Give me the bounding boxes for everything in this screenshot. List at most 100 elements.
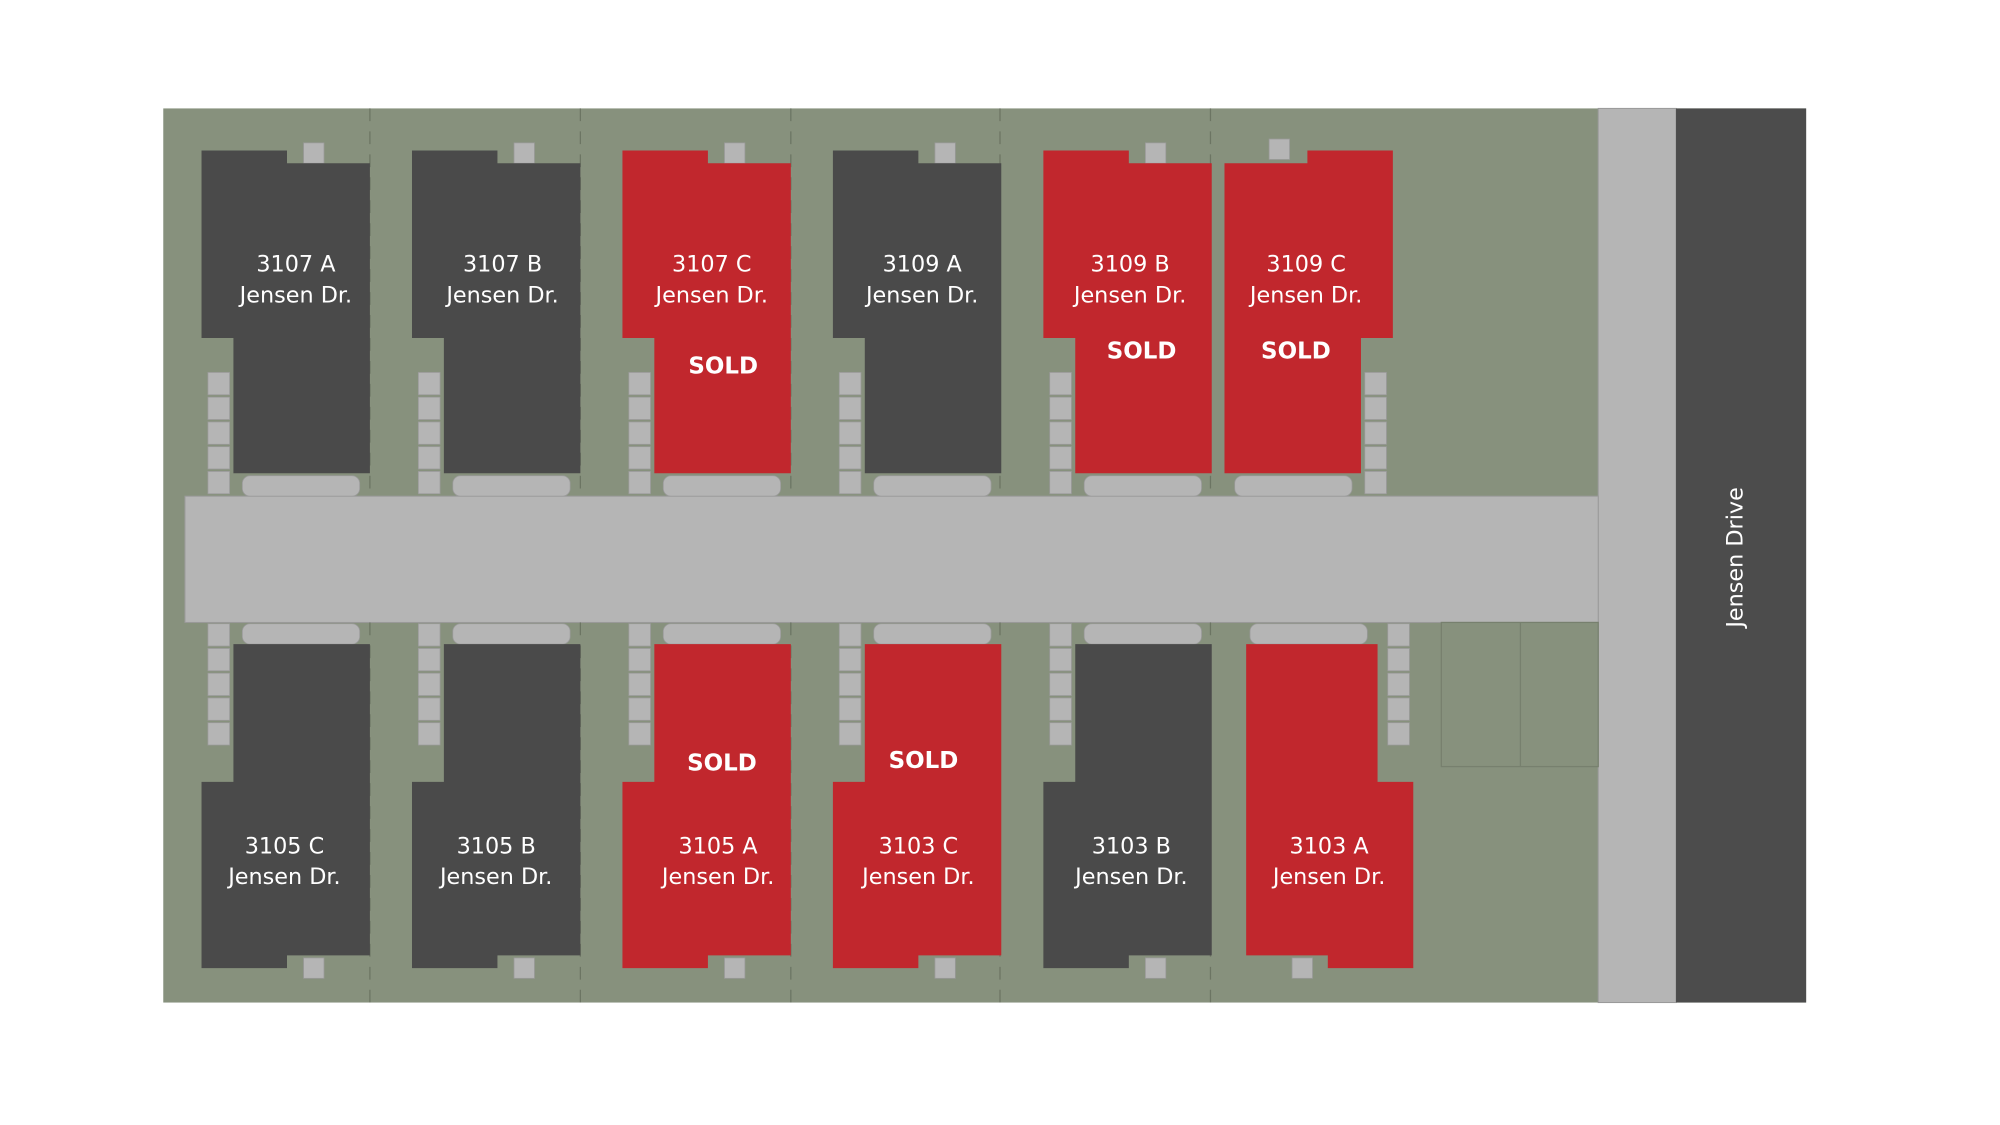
unit-street: Jensen Dr. [654, 282, 768, 308]
walkway-paver [207, 372, 230, 396]
unit-footprint[interactable] [1043, 150, 1212, 474]
jensen-drive-label: Jensen Drive [1722, 487, 1748, 630]
unit-footprint[interactable] [1246, 644, 1414, 969]
unit-street: Jensen Dr. [1271, 864, 1385, 890]
sold-badge: SOLD [0, 750, 35, 776]
unit-footprint[interactable] [1043, 644, 1212, 969]
walkway-paver [1049, 697, 1072, 721]
walkway-paver [207, 471, 230, 495]
unit-street: Jensen Dr. [438, 864, 552, 890]
walkway-paver [207, 396, 230, 420]
unit-footprint[interactable] [832, 150, 1002, 474]
unit-number: 3103 C [879, 833, 958, 859]
unit-number: 3105 B [457, 833, 536, 859]
utility-box [513, 957, 535, 979]
walkway-paver [417, 672, 441, 696]
walkway-paver [417, 623, 441, 647]
unit-number: 3103 B [1092, 833, 1171, 859]
walkway-paver [628, 471, 651, 495]
walkway-paver [628, 446, 651, 470]
utility-box [303, 142, 325, 164]
walkway-paver [1387, 722, 1410, 746]
walkway-paver [417, 446, 441, 470]
unit-number: 3109 B [1091, 252, 1170, 278]
utility-box [1291, 957, 1313, 979]
driveway-pad [873, 623, 992, 645]
sold-badge: SOLD [688, 354, 758, 380]
walkway-paver [1049, 471, 1072, 495]
unit-street: Jensen Dr. [864, 282, 978, 308]
walkway-paver [1049, 396, 1072, 420]
walkway-paver [838, 623, 862, 647]
driveway-pad [241, 475, 361, 497]
walkway-paver [1387, 672, 1410, 696]
unit-3105-a[interactable]: 3105 A Jensen Dr. SOLD [622, 623, 791, 979]
unit-footprint[interactable] [201, 644, 370, 969]
unit-footprint[interactable] [411, 644, 581, 969]
driveway-pad [1083, 475, 1202, 497]
unit-number: 3109 C [1266, 252, 1345, 278]
utility-box [724, 957, 746, 979]
walkway-paver [628, 623, 651, 647]
utility-box [724, 142, 746, 164]
driveway-pad [662, 475, 781, 497]
unit-footprint[interactable] [622, 644, 791, 969]
walkway-paver [1387, 623, 1410, 647]
sold-badge: SOLD [889, 748, 959, 774]
private-drive [184, 495, 1599, 623]
walkway-paver [1049, 421, 1072, 445]
walkway-paver [838, 672, 862, 696]
driveway-pad [452, 623, 571, 645]
unit-footprint[interactable] [832, 644, 1002, 969]
sold-badge: SOLD [687, 750, 757, 776]
walkway-paver [207, 672, 230, 696]
unit-3105-c[interactable]: 3105 C Jensen Dr. [201, 623, 370, 979]
utility-box [513, 142, 535, 164]
walkway-paver [1364, 471, 1387, 495]
unit-3103-b[interactable]: 3103 B Jensen Dr. [1043, 623, 1212, 979]
walkway-paver [628, 421, 651, 445]
unit-number: 3105 C [245, 833, 324, 859]
sold-badge: SOLD [1261, 338, 1331, 364]
walkway-paver [207, 648, 230, 672]
sold-badge: SOLD [1107, 338, 1177, 364]
walkway-paver [207, 623, 230, 647]
unit-number: 3107 A [256, 252, 336, 278]
driveway-pad [1249, 623, 1368, 645]
unit-street: Jensen Dr. [1073, 864, 1187, 890]
jensen-drive-road [1676, 108, 1807, 1003]
unit-street: Jensen Dr. [660, 864, 774, 890]
unit-3105-b[interactable]: 3105 B Jensen Dr. [411, 623, 581, 979]
walkway-paver [628, 722, 651, 746]
walkway-paver [1049, 648, 1072, 672]
walkway-paver [417, 372, 441, 396]
driveway-pad [662, 623, 781, 645]
unit-footprint[interactable] [622, 150, 791, 474]
unit-street: Jensen Dr. [226, 864, 340, 890]
unit-footprint[interactable] [411, 150, 581, 474]
unit-street: Jensen Dr. [1248, 282, 1362, 308]
unit-footprint[interactable] [201, 150, 370, 474]
walkway-paver [628, 648, 651, 672]
walkway-paver [838, 722, 862, 746]
driveway-pad [1234, 475, 1353, 497]
walkway-paver [1364, 396, 1387, 420]
unit-footprint[interactable] [1224, 150, 1393, 474]
unit-3109-c[interactable]: 3109 C Jensen Dr. SOLD [1224, 138, 1393, 497]
utility-box [1145, 957, 1167, 979]
utility-box [934, 142, 956, 164]
walkway-paver [838, 697, 862, 721]
unit-number: 3109 A [883, 252, 963, 278]
unit-3109-a[interactable]: 3109 A Jensen Dr. [832, 142, 1002, 497]
unit-number: 3105 A [679, 833, 759, 859]
walkway-paver [417, 648, 441, 672]
walkway-paver [628, 697, 651, 721]
walkway-paver [838, 446, 862, 470]
